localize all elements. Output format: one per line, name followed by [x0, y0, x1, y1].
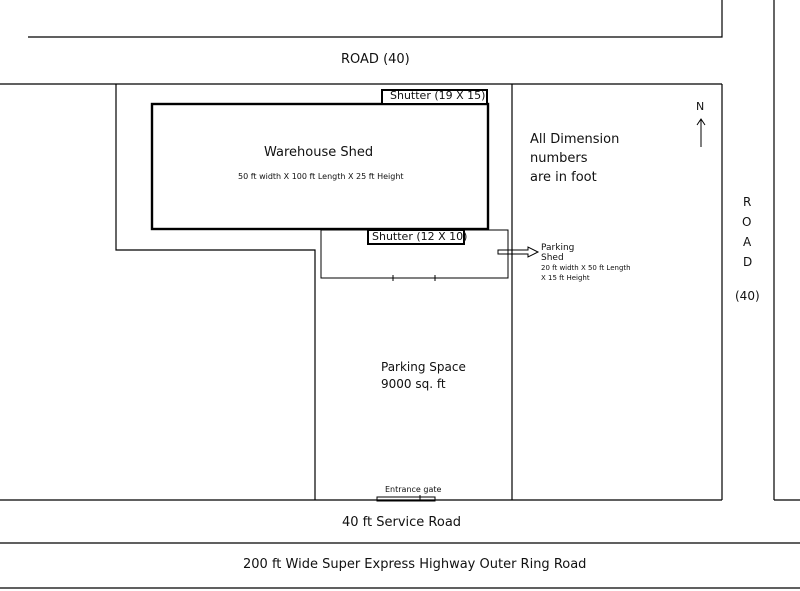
right-road-letter-r: R: [743, 195, 752, 209]
parking-shed-pointer-icon: [497, 246, 540, 258]
parking-shed-title-2: Shed: [541, 253, 564, 263]
right-road-letter-d: D: [743, 255, 753, 269]
entrance-gate-mark: [376, 496, 436, 502]
dimension-note-line-2: numbers: [530, 151, 588, 166]
right-road-letter-a: A: [743, 235, 752, 249]
dimension-note: All Dimension numbers are in foot: [530, 130, 619, 187]
shutter-top-box: [381, 89, 488, 105]
entrance-gate-label: Entrance gate: [385, 485, 442, 494]
north-label: N: [696, 100, 705, 113]
top-road-upper-edge: [28, 0, 723, 38]
shutter-top-label: Shutter (19 X 15): [390, 89, 486, 102]
north-arrow-head: [696, 118, 706, 126]
shutter-bottom-box: [367, 229, 465, 245]
parking-shed-dims-2: X 15 ft Height: [541, 274, 590, 282]
parking-shed-title-1: Parking: [541, 243, 575, 253]
service-road-label: 40 ft Service Road: [342, 515, 462, 530]
warehouse-dimensions: 50 ft width X 100 ft Length X 25 ft Heig…: [238, 172, 404, 181]
site-left-boundary: [115, 84, 316, 500]
shutter-bottom-label: Shutter (12 X 10): [372, 230, 468, 243]
warehouse-shed-outline: [150, 102, 490, 231]
highway-label: 200 ft Wide Super Express Highway Outer …: [243, 557, 587, 572]
parking-space-title: Parking Space: [381, 360, 466, 374]
parking-shed-dims-1: 20 ft width X 50 ft Length: [541, 264, 631, 272]
dimension-note-line-1: All Dimension: [530, 132, 620, 147]
dimension-note-line-3: are in foot: [530, 170, 597, 185]
right-road-width: (40): [735, 289, 760, 303]
right-road-letter-o: O: [742, 215, 752, 229]
warehouse-title: Warehouse Shed: [264, 145, 374, 160]
top-road-label: ROAD (40): [341, 52, 410, 67]
parking-space-area: 9000 sq. ft: [381, 377, 446, 391]
